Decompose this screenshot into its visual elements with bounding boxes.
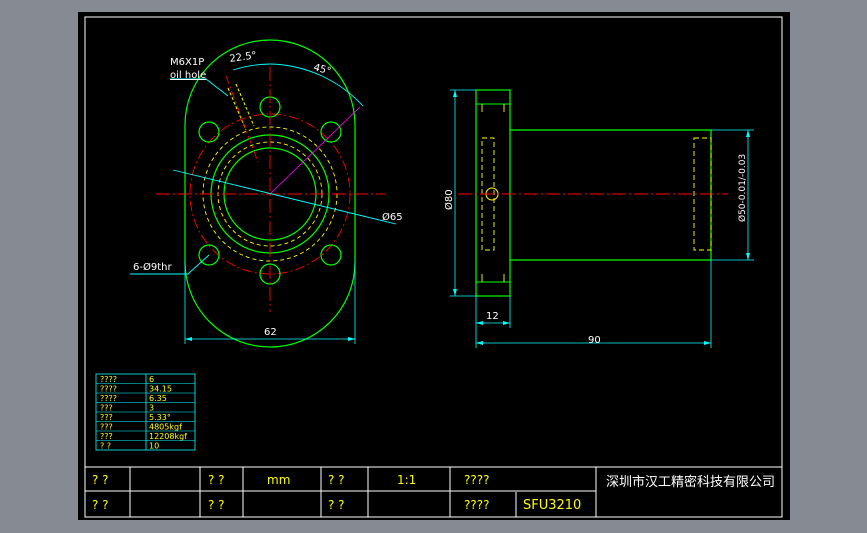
spec-value: 10 xyxy=(149,442,159,451)
spec-key: ??? xyxy=(100,423,113,432)
tb-r2c3: ? ? xyxy=(208,498,225,512)
tb-r1c7: ???? xyxy=(464,473,489,487)
spec-key: ??? xyxy=(100,413,113,422)
body-dia-label: Ø50-0.01/-0.03 xyxy=(737,154,748,222)
title-block-frame xyxy=(84,466,783,518)
oil-hole-line xyxy=(235,83,255,127)
tb-r1c3: ? ? xyxy=(208,473,225,487)
oil-hole-leader xyxy=(170,78,229,97)
tb-company: 深圳市汉工精密科技有限公司 xyxy=(606,474,775,490)
holes-label: 6-Ø9thr xyxy=(133,261,172,273)
oil-hole-axis xyxy=(225,75,259,163)
bolt-hole xyxy=(320,121,342,143)
length-label: 90 xyxy=(588,335,601,346)
spec-key: ???? xyxy=(100,375,117,384)
spec-key: ???? xyxy=(100,394,117,403)
flange-block xyxy=(475,89,511,297)
oil-hole-label-2: oil hole xyxy=(170,70,206,81)
tb-r1c5: ? ? xyxy=(328,473,345,487)
angle-arc-22 xyxy=(232,63,271,71)
spec-key: ??? xyxy=(100,404,113,413)
bolt-hole xyxy=(198,244,220,266)
tb-r1c4: mm xyxy=(267,473,290,487)
title-block: ? ? ? ? mm ? ? 1:1 ???? ? ? ? ? ? ? ????… xyxy=(84,466,783,518)
holes-leader xyxy=(130,254,210,275)
spec-value: 5.33° xyxy=(149,413,171,422)
front-view: M6X1P oil hole 22.5° 45° Ø65 6-Ø9thr 62 xyxy=(130,39,403,348)
oil-hole-line xyxy=(227,87,247,131)
drawing-border xyxy=(84,16,783,518)
bolt-hole xyxy=(320,244,342,266)
bolt-circle-label: Ø65 xyxy=(382,211,403,223)
cad-drawing: M6X1P oil hole 22.5° 45° Ø65 6-Ø9thr 62 xyxy=(84,16,783,518)
width-label: 62 xyxy=(264,327,277,338)
tb-r1c1: ? ? xyxy=(92,473,109,487)
oil-hole-label-1: M6X1P xyxy=(170,57,204,68)
spec-value: 6.35 xyxy=(149,394,167,403)
angle-leader xyxy=(269,106,361,195)
spec-table: ???? 6???? 34.15???? 6.35??? 3??? 5.33°??? 480… xyxy=(95,373,196,451)
spec-value: 6 xyxy=(149,375,154,384)
spec-value: 12208kgf xyxy=(149,432,187,441)
spec-key: ??? xyxy=(100,432,113,441)
dia-leader xyxy=(172,169,397,225)
spec-value: 3 xyxy=(149,404,154,413)
tb-r2c5: ? ? xyxy=(328,498,345,512)
angle-arc-45 xyxy=(269,63,364,107)
spec-value: 4805kgf xyxy=(149,423,182,432)
flange-thk-label: 12 xyxy=(486,311,499,322)
body-outline xyxy=(510,129,712,261)
drawing-sheet: M6X1P oil hole 22.5° 45° Ø65 6-Ø9thr 62 xyxy=(78,12,790,520)
tb-drawing-no: SFU3210 xyxy=(523,498,581,513)
spec-key: ???? xyxy=(100,385,117,394)
tb-r1c6: 1:1 xyxy=(397,473,416,487)
tb-r2c1: ? ? xyxy=(92,498,109,512)
angle-22-label: 22.5° xyxy=(229,50,258,65)
tb-r2c7: ???? xyxy=(464,498,489,512)
flange-dia-label: Ø80 xyxy=(443,189,455,210)
side-view: Ø80 Ø50-0.01/-0.03 12 90 xyxy=(443,89,754,348)
arrow xyxy=(476,321,510,325)
spec-key: ? ? xyxy=(100,442,111,451)
bolt-hole xyxy=(198,121,220,143)
spec-value: 34.15 xyxy=(149,385,172,394)
angle-45-label: 45° xyxy=(312,62,332,77)
